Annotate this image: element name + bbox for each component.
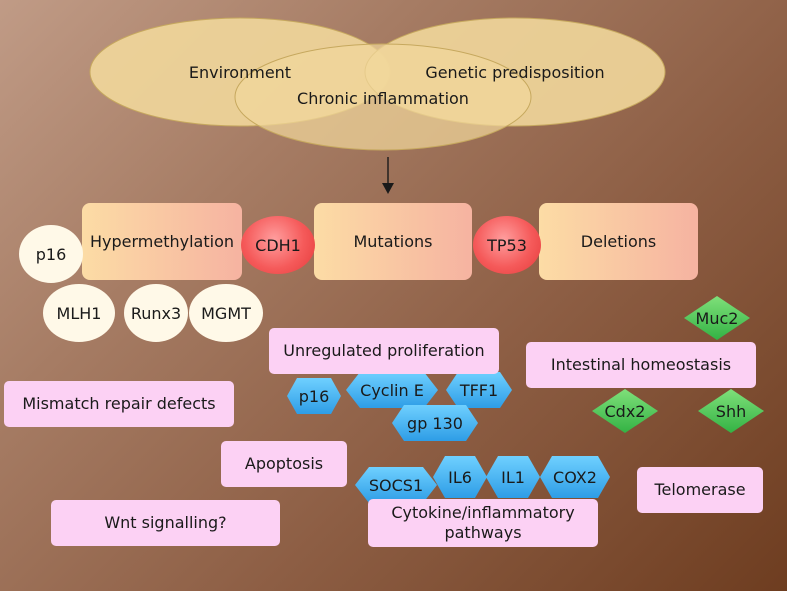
shh-diamond xyxy=(698,389,764,433)
telomerase-box: Telomerase xyxy=(637,467,763,513)
cytokine-inflammatory-pathways-box: Cytokine/inflammatory pathways xyxy=(368,499,598,547)
hypermethylation-box: Hypermethylation xyxy=(82,203,242,280)
il6-hexagon-label: IL6 xyxy=(448,468,472,487)
genetic-predisposition-label: Genetic predisposition xyxy=(425,63,604,82)
socs1-hexagon xyxy=(355,467,437,503)
cox2-hexagon-label: COX2 xyxy=(553,468,597,487)
il1-hexagon-label: IL1 xyxy=(501,468,525,487)
cox2-hexagon xyxy=(540,456,610,498)
unregulated-proliferation-box: Unregulated proliferation xyxy=(269,328,499,374)
mlh1-circle: MLH1 xyxy=(43,284,115,342)
intestinal-homeostasis-box: Intestinal homeostasis xyxy=(526,342,756,388)
p16-hexagon-label: p16 xyxy=(299,387,330,406)
muc2-diamond xyxy=(684,296,750,340)
down-arrow-head xyxy=(382,183,394,194)
mgmt-circle: MGMT xyxy=(189,284,263,342)
mismatch-repair-defects-box: Mismatch repair defects xyxy=(4,381,234,427)
muc2-diamond-label: Muc2 xyxy=(696,309,739,328)
wnt-signalling-box: Wnt signalling? xyxy=(51,500,280,546)
environment-label: Environment xyxy=(189,63,291,82)
cyclin-e-hexagon-label: Cyclin E xyxy=(360,381,424,400)
tff1-hexagon-label: TFF1 xyxy=(459,381,498,400)
deletions-box: Deletions xyxy=(539,203,698,280)
cyclin-e-hexagon xyxy=(346,372,438,408)
cdx2-diamond xyxy=(592,389,658,433)
p16-circle: p16 xyxy=(19,225,83,283)
apoptosis-box: Apoptosis xyxy=(221,441,347,487)
shh-diamond-label: Shh xyxy=(716,402,746,421)
il6-hexagon xyxy=(433,456,487,498)
tp53-circle: TP53 xyxy=(473,216,541,274)
cdx2-diamond-label: Cdx2 xyxy=(605,402,646,421)
chronic-inflammation-ellipse xyxy=(234,43,532,151)
gp130-hexagon-label: gp 130 xyxy=(407,414,463,433)
cdh1-circle: CDH1 xyxy=(241,216,315,274)
mutations-box: Mutations xyxy=(314,203,472,280)
gp130-hexagon xyxy=(392,405,478,441)
runx3-circle: Runx3 xyxy=(124,284,188,342)
il1-hexagon xyxy=(486,456,540,498)
tff1-hexagon xyxy=(446,372,512,408)
p16-hexagon xyxy=(287,378,341,414)
socs1-hexagon-label: SOCS1 xyxy=(369,476,423,495)
chronic-inflammation-label: Chronic inflammation xyxy=(297,89,469,108)
